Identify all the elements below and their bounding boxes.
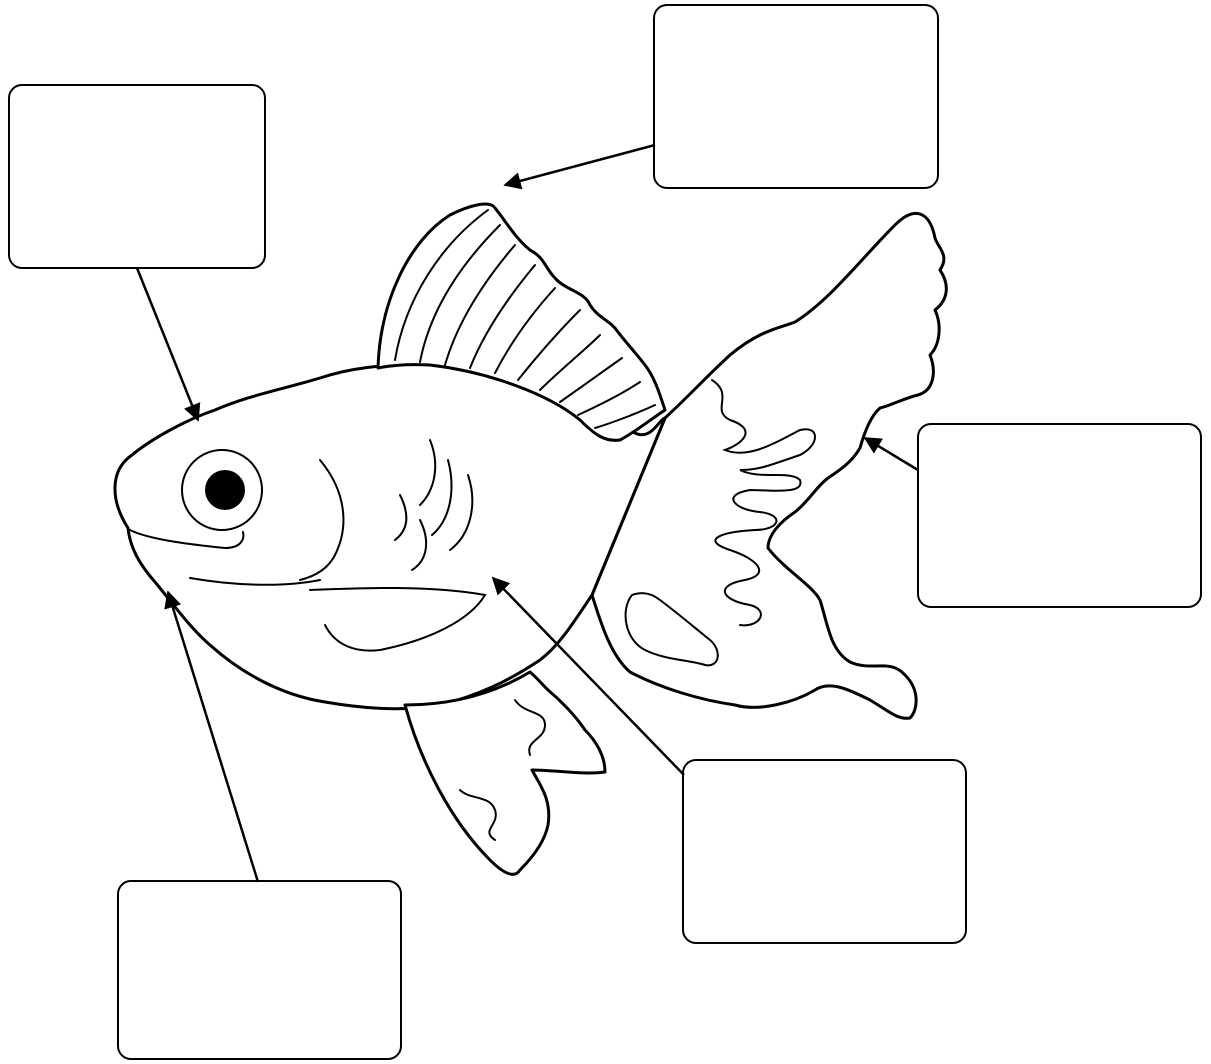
arrow-tail-fin <box>865 438 918 470</box>
eye-pupil-icon <box>205 470 245 510</box>
tail-fin-label-box[interactable] <box>917 423 1202 608</box>
mouth-label-box[interactable] <box>117 880 402 1060</box>
pelvic-fin <box>405 672 605 874</box>
dorsal-fin-label-box[interactable] <box>653 4 939 189</box>
body-label-box[interactable] <box>682 759 967 944</box>
arrow-head-region <box>137 268 198 420</box>
head-label-box[interactable] <box>8 84 266 269</box>
arrow-dorsal-fin <box>505 145 655 185</box>
